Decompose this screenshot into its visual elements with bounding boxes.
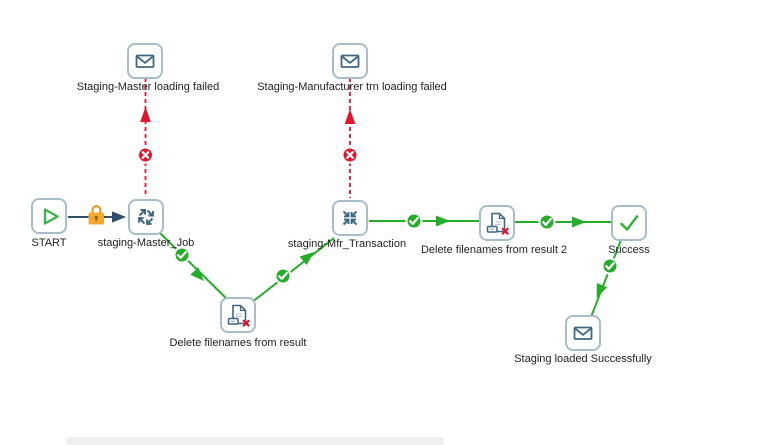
hop-success-indicator[interactable] xyxy=(601,257,619,275)
node-label-mail-master-failed: Staging-Master loading failed xyxy=(76,81,220,93)
start-play-icon xyxy=(43,208,59,225)
node-label-delete-filenames-2: Delete filenames from result 2 xyxy=(420,244,568,256)
node-label-start: START xyxy=(31,237,67,249)
hop-arrowhead xyxy=(112,211,126,223)
hop-success-to-mail-success[interactable] xyxy=(590,239,622,318)
lock-icon[interactable] xyxy=(88,205,105,225)
node-label-success: Success xyxy=(608,244,650,256)
hop-arrowhead xyxy=(596,283,608,298)
node-label-delete-filenames-1: Delete filenames from result xyxy=(169,337,307,349)
node-delete-filenames-1[interactable] xyxy=(220,297,256,333)
node-mail-success[interactable] xyxy=(565,315,601,351)
hop-master-job-to-delete1[interactable] xyxy=(159,232,233,305)
hop-delete2-to-success[interactable] xyxy=(515,213,611,231)
delete-filenames-icon xyxy=(486,212,509,235)
node-mail-mfr-failed[interactable] xyxy=(332,43,368,79)
node-label-staging-mfr-transaction: staging-Mfr_Transaction xyxy=(287,238,407,250)
node-start[interactable] xyxy=(31,198,67,234)
hop-arrowhead xyxy=(436,215,450,227)
hop-arrowhead xyxy=(299,252,314,266)
node-label-mail-success: Staging loaded Successfully xyxy=(514,353,652,365)
horizontal-scrollbar-thumb[interactable] xyxy=(66,437,444,445)
hop-arrowhead xyxy=(190,267,204,281)
hop-error-indicator[interactable] xyxy=(341,146,359,164)
hop-success-indicator[interactable] xyxy=(274,267,292,285)
hop-success-indicator[interactable] xyxy=(405,212,423,230)
hop-delete1-to-mfr-transaction[interactable] xyxy=(250,237,335,304)
hop-start-to-master-job[interactable] xyxy=(68,205,126,225)
node-mail-master-failed[interactable] xyxy=(127,43,163,79)
hop-arrowhead xyxy=(344,109,356,124)
hop-error-indicator[interactable] xyxy=(137,146,154,164)
hop-master-job-to-mail-failed[interactable] xyxy=(137,78,154,196)
mail-icon xyxy=(340,54,360,68)
mail-icon xyxy=(573,326,593,340)
mail-icon xyxy=(135,54,155,68)
node-delete-filenames-2[interactable] xyxy=(479,205,515,241)
hop-mfr-transaction-to-mail-failed[interactable] xyxy=(341,78,359,198)
hop-success-indicator[interactable] xyxy=(173,246,191,264)
delete-filenames-icon xyxy=(227,304,250,327)
transformation-arrows-in-icon xyxy=(342,210,358,226)
hop-arrowhead xyxy=(140,107,151,122)
node-label-mail-mfr-failed: Staging-Manufacturer trn loading failed xyxy=(257,81,447,93)
node-label-staging-master-job: staging-Master_Job xyxy=(97,237,195,249)
success-check-icon xyxy=(620,215,639,231)
hop-arrowhead xyxy=(572,216,586,228)
hop-mfr-transaction-to-delete2[interactable] xyxy=(369,212,479,230)
node-staging-mfr-transaction[interactable] xyxy=(332,200,368,236)
node-staging-master-job[interactable] xyxy=(128,199,164,235)
node-success[interactable] xyxy=(611,205,647,241)
job-arrows-out-icon xyxy=(138,209,154,225)
hop-success-indicator[interactable] xyxy=(538,213,556,231)
